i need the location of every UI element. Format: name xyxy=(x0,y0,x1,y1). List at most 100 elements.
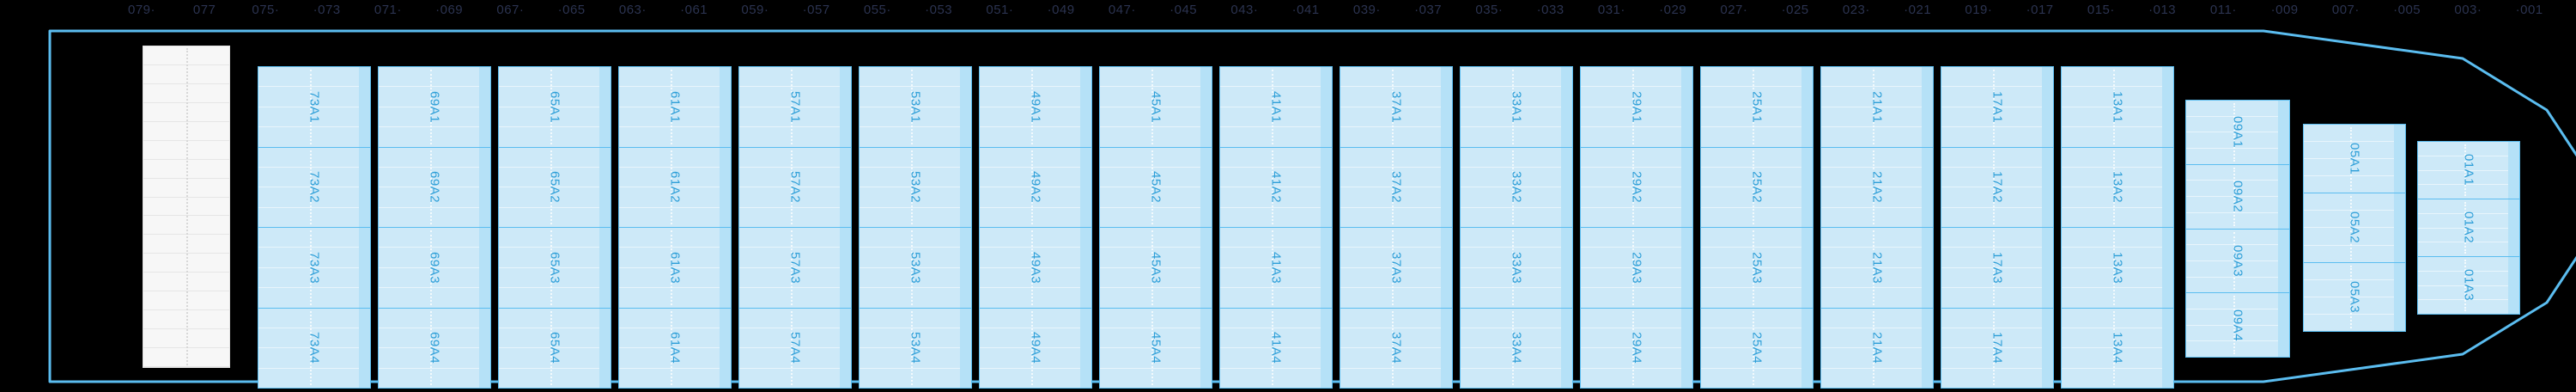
bay-cell[interactable]: 49A2 xyxy=(979,146,1092,228)
bay-cell[interactable]: 65A2 xyxy=(498,146,611,228)
bay-cell[interactable]: 57A3 xyxy=(738,227,852,309)
bay-cell[interactable]: 61A1 xyxy=(618,66,732,148)
bay-cell[interactable]: 17A1 xyxy=(1941,66,2054,148)
bay-cell[interactable]: 05A3 xyxy=(2303,261,2406,332)
bay-cell[interactable]: 25A4 xyxy=(1700,307,1814,389)
bay-cell[interactable]: 29A3 xyxy=(1580,227,1693,309)
bay-cell[interactable]: 37A4 xyxy=(1340,307,1453,389)
accommodation-block[interactable] xyxy=(143,46,230,368)
bay-cell[interactable]: 65A1 xyxy=(498,66,611,148)
bay-cell[interactable]: 09A1 xyxy=(2185,100,2290,165)
bay-cell[interactable]: 61A2 xyxy=(618,146,732,228)
bay-cell[interactable]: 53A2 xyxy=(859,146,972,228)
bay-cell[interactable]: 73A1 xyxy=(258,66,371,148)
bay-cell[interactable]: 29A4 xyxy=(1580,307,1693,389)
bay-cell[interactable]: 41A1 xyxy=(1219,66,1333,148)
bay-cell[interactable]: 05A1 xyxy=(2303,124,2406,194)
bay-cell[interactable]: 29A1 xyxy=(1580,66,1693,148)
bay-cell[interactable]: 57A1 xyxy=(738,66,852,148)
bay-cell[interactable]: 57A4 xyxy=(738,307,852,389)
bay-cell[interactable]: 17A4 xyxy=(1941,307,2054,389)
bay-cell[interactable]: 33A2 xyxy=(1460,146,1573,228)
cell-tier-row xyxy=(1461,168,1572,188)
bay-cell-label: 29A4 xyxy=(1629,332,1644,364)
bay-cell[interactable]: 45A3 xyxy=(1099,227,1212,309)
bay-cell[interactable]: 61A4 xyxy=(618,307,732,389)
bay-cell[interactable]: 37A3 xyxy=(1340,227,1453,309)
bay-cell[interactable]: 41A2 xyxy=(1219,146,1333,228)
bay-cell[interactable]: 57A2 xyxy=(738,146,852,228)
cell-centerline xyxy=(670,70,672,144)
bay-cell[interactable]: 05A2 xyxy=(2303,193,2406,263)
bay-cell[interactable]: 25A1 xyxy=(1700,66,1814,148)
bay-cell[interactable]: 65A3 xyxy=(498,227,611,309)
bay-cell[interactable]: 33A4 xyxy=(1460,307,1573,389)
bay-cell[interactable]: 09A2 xyxy=(2185,163,2290,230)
bay-cell[interactable]: 09A4 xyxy=(2185,292,2290,358)
bay-cell[interactable]: 01A2 xyxy=(2417,199,2520,257)
bay-cell[interactable]: 13A1 xyxy=(2061,66,2174,148)
bay-cell[interactable]: 37A1 xyxy=(1340,66,1453,148)
bay-cell[interactable]: 33A1 xyxy=(1460,66,1573,148)
bay-cell[interactable]: 21A1 xyxy=(1820,66,1934,148)
bay-cell[interactable]: 17A3 xyxy=(1941,227,2054,309)
bay-cell[interactable]: 73A4 xyxy=(258,307,371,389)
bay-cell[interactable]: 65A4 xyxy=(498,307,611,389)
bay-cell[interactable]: 53A1 xyxy=(859,66,972,148)
bay-cell[interactable]: 29A2 xyxy=(1580,146,1693,228)
bay-cell[interactable]: 61A3 xyxy=(618,227,732,309)
bay-cell[interactable]: 49A3 xyxy=(979,227,1092,309)
bay-cell[interactable]: 13A2 xyxy=(2061,146,2174,228)
bay-cell[interactable]: 73A3 xyxy=(258,227,371,309)
bay-cell[interactable]: 25A2 xyxy=(1700,146,1814,228)
bay-cell[interactable]: 01A3 xyxy=(2417,256,2520,315)
bay-cell[interactable]: 69A3 xyxy=(378,227,491,309)
bay-cell[interactable]: 13A4 xyxy=(2061,307,2174,389)
cell-tier-row xyxy=(2304,228,2405,246)
ruler-tick: 079· xyxy=(127,3,156,17)
cell-tier-row xyxy=(2418,171,2519,186)
bay-cell[interactable]: 41A4 xyxy=(1219,307,1333,389)
bay-cell[interactable]: 09A3 xyxy=(2185,228,2290,294)
bay-cell[interactable]: 21A4 xyxy=(1820,307,1934,389)
bay-cell[interactable]: 69A4 xyxy=(378,307,491,389)
bay-cell[interactable]: 45A2 xyxy=(1099,146,1212,228)
bay-cell[interactable]: 13A3 xyxy=(2061,227,2174,309)
bay-cell[interactable]: 49A4 xyxy=(979,307,1092,389)
bay-cell[interactable]: 01A1 xyxy=(2417,141,2520,199)
bay-cell[interactable]: 69A1 xyxy=(378,66,491,148)
bay-cell[interactable]: 53A3 xyxy=(859,227,972,309)
bay-cell[interactable]: 69A2 xyxy=(378,146,491,228)
bay-cell[interactable]: 21A3 xyxy=(1820,227,1934,309)
bay-cell[interactable]: 17A2 xyxy=(1941,146,2054,228)
bay-cell[interactable]: 21A2 xyxy=(1820,146,1934,228)
bay-cell[interactable]: 33A3 xyxy=(1460,227,1573,309)
bay-cell[interactable]: 49A1 xyxy=(979,66,1092,148)
bay-cell[interactable]: 25A3 xyxy=(1700,227,1814,309)
bay-cell[interactable]: 45A1 xyxy=(1099,66,1212,148)
bay-cell[interactable]: 45A4 xyxy=(1099,307,1212,389)
bay-cell[interactable]: 41A3 xyxy=(1219,227,1333,309)
bay-cell[interactable]: 73A2 xyxy=(258,146,371,228)
bay-cell[interactable]: 37A2 xyxy=(1340,146,1453,228)
bay-cell[interactable]: 53A4 xyxy=(859,307,972,389)
